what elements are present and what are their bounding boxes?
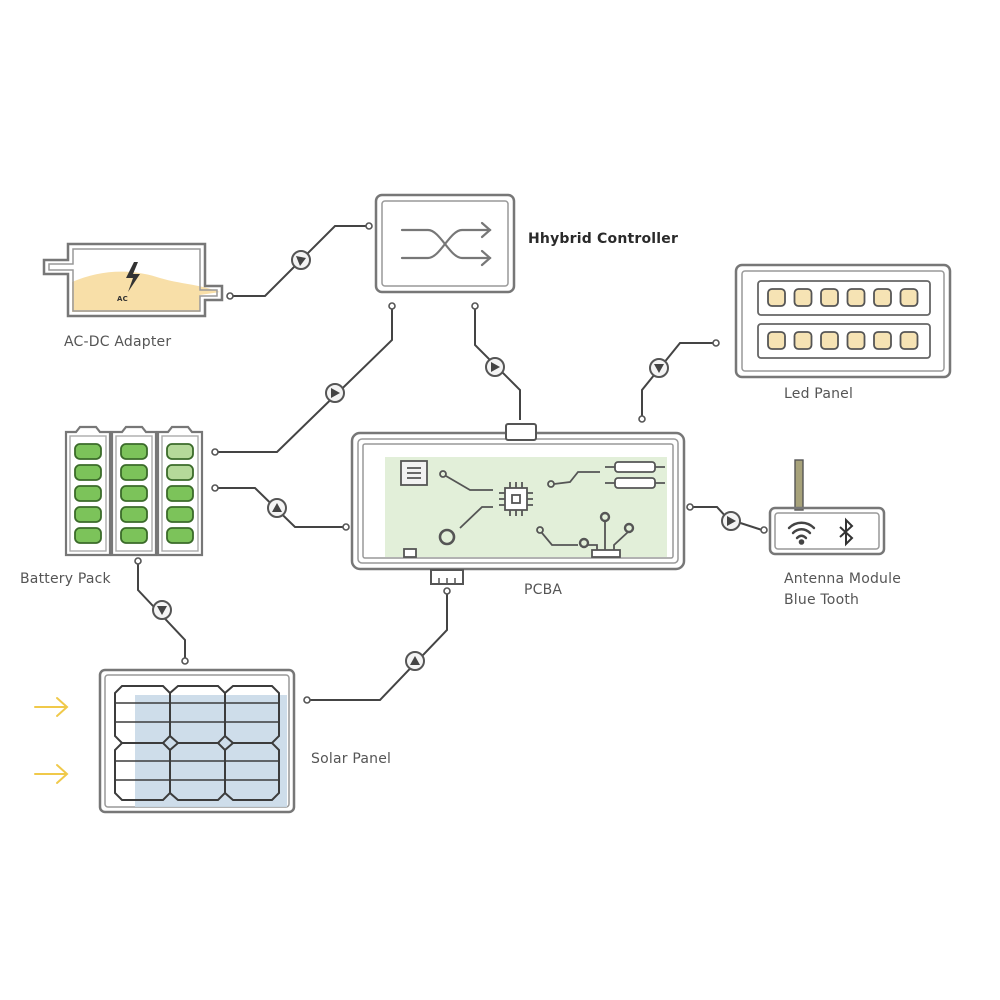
- led-grid: [767, 288, 919, 350]
- battery-segment: [166, 485, 194, 502]
- flow-indicator: [291, 250, 311, 270]
- battery-segment: [166, 443, 194, 460]
- antenna-module-label: Antenna Module: [784, 571, 902, 587]
- wire-endpoint: [211, 484, 219, 492]
- wire-endpoint: [443, 587, 451, 595]
- wire-endpoint: [760, 526, 768, 534]
- battery-segment: [120, 527, 148, 544]
- bottom-connector: [430, 569, 464, 585]
- wire-endpoint: [303, 696, 311, 704]
- hybrid-controller-label: Hhybrid Controller: [528, 231, 679, 247]
- ac-badge: AC: [117, 295, 128, 303]
- led: [899, 288, 919, 307]
- battery-cell: [64, 425, 112, 557]
- resistor: [614, 477, 656, 489]
- battery-cell: [110, 425, 158, 557]
- led-row-frame: [757, 280, 931, 316]
- battery-cell: [156, 425, 204, 557]
- pcb-components: [400, 460, 665, 558]
- led: [846, 288, 866, 307]
- battery-segment: [120, 443, 148, 460]
- hybrid-controller[interactable]: [374, 193, 516, 294]
- battery-segment: [74, 527, 102, 544]
- wire-endpoint: [181, 657, 189, 665]
- wire-endpoint: [388, 302, 396, 310]
- antenna-rod: [794, 459, 804, 511]
- sun-arrow-icon: [34, 697, 69, 717]
- wire-solar-pcba: [308, 592, 448, 701]
- battery-pack[interactable]: [64, 425, 204, 557]
- led: [793, 331, 813, 350]
- led-row-frame: [757, 323, 931, 359]
- battery-segment: [166, 506, 194, 523]
- wire-pcba-led: [641, 342, 715, 418]
- flow-indicator: [649, 358, 669, 378]
- lightning-bolt-icon: [126, 262, 140, 292]
- flow-indicator: [405, 651, 425, 671]
- flow-indicator: [721, 511, 741, 531]
- flow-indicator: [325, 383, 345, 403]
- wire-endpoint: [712, 339, 720, 347]
- bluetooth-label: Blue Tooth: [784, 592, 860, 608]
- led: [873, 331, 892, 350]
- wire-controller-battery: [216, 307, 393, 453]
- solar-panel[interactable]: [34, 668, 296, 814]
- wire-endpoint: [134, 557, 142, 565]
- pcba[interactable]: [350, 423, 686, 585]
- flow-indicator: [485, 357, 505, 377]
- wire-endpoint: [211, 448, 219, 456]
- wire-endpoint: [226, 292, 234, 300]
- pcba-label: PCBA: [524, 582, 563, 598]
- led-panel-label: Led Panel: [784, 386, 854, 402]
- battery-segment: [74, 506, 102, 523]
- battery-segment: [120, 464, 148, 481]
- flow-indicator: [152, 600, 172, 620]
- battery-segment: [120, 485, 148, 502]
- battery-segment: [166, 464, 194, 481]
- resistor: [614, 461, 656, 473]
- ring-component: [438, 528, 456, 546]
- battery-segment: [74, 443, 102, 460]
- wire-endpoint: [638, 415, 646, 423]
- led: [820, 331, 839, 350]
- wire-endpoint: [686, 503, 694, 511]
- connections: [134, 222, 768, 704]
- led: [846, 331, 866, 350]
- battery-segment: [74, 485, 102, 502]
- solar-glass: [135, 695, 287, 807]
- wire-endpoint: [342, 523, 350, 531]
- top-connector: [505, 423, 537, 441]
- led: [767, 331, 786, 350]
- adapter-fill: [72, 271, 220, 312]
- wire-endpoint: [471, 302, 479, 310]
- led: [793, 288, 813, 307]
- led-panel[interactable]: [734, 263, 952, 379]
- microchip: [504, 487, 528, 511]
- antenna-module[interactable]: [768, 459, 886, 556]
- bluetooth-icon: [839, 517, 854, 547]
- led: [899, 331, 919, 350]
- wire-endpoint: [365, 222, 373, 230]
- ac-dc-adapter-label: AC-DC Adapter: [64, 334, 172, 350]
- flow-indicator: [267, 498, 287, 518]
- solar-cells: [114, 685, 280, 801]
- wire-pcba-antenna: [690, 506, 763, 531]
- battery-pack-label: Battery Pack: [20, 571, 111, 587]
- solar-panel-label: Solar Panel: [311, 751, 392, 767]
- sun-arrows: [34, 697, 69, 784]
- battery-segment: [74, 464, 102, 481]
- led: [767, 288, 786, 307]
- sun-arrow-icon: [34, 764, 69, 784]
- ac-dc-adapter[interactable]: [42, 242, 224, 318]
- battery-cells: [64, 425, 204, 557]
- wifi-icon: [787, 521, 816, 545]
- battery-segment: [166, 527, 194, 544]
- led: [820, 288, 839, 307]
- battery-segment: [120, 506, 148, 523]
- led: [873, 288, 892, 307]
- shuffle-arrows-icon: [400, 221, 492, 267]
